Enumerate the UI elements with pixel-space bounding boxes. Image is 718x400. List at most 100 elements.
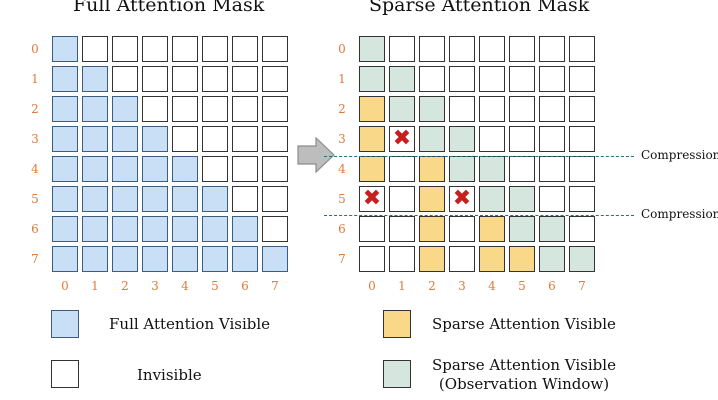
sparse-mask-row-label: 5 — [338, 192, 346, 206]
full-mask-col-label: 6 — [241, 279, 249, 293]
full-mask-cell — [172, 126, 198, 152]
compression-line-1 — [324, 156, 634, 157]
full-mask-col-label: 7 — [271, 279, 279, 293]
full-mask-cell — [112, 246, 138, 272]
full-mask-cell — [262, 186, 288, 212]
full-mask-row-label: 1 — [31, 72, 39, 86]
sparse-mask-cell — [509, 216, 535, 242]
full-mask-cell — [142, 36, 168, 62]
sparse-mask-cell — [359, 126, 385, 152]
full-mask-cell — [202, 96, 228, 122]
full-mask-cell — [52, 156, 78, 182]
legend-swatch-invisible — [51, 360, 79, 388]
full-mask-cell — [262, 66, 288, 92]
full-mask-cell — [262, 126, 288, 152]
sparse-mask-col-label: 2 — [428, 279, 436, 293]
sparse-mask-cell — [479, 36, 505, 62]
sparse-mask-cell — [539, 156, 565, 182]
full-mask-cell — [232, 96, 258, 122]
full-mask-cell — [262, 96, 288, 122]
full-mask-cell — [112, 186, 138, 212]
full-mask-cell — [52, 66, 78, 92]
full-mask-cell — [52, 216, 78, 242]
full-mask-cell — [172, 216, 198, 242]
sparse-mask-row-label: 6 — [338, 222, 346, 236]
full-mask-row-label: 3 — [31, 132, 39, 146]
cross-mark-icon: ✖ — [452, 186, 472, 211]
sparse-mask-cell — [539, 216, 565, 242]
full-mask-cell — [232, 216, 258, 242]
sparse-mask-cell — [539, 126, 565, 152]
sparse-mask-cell — [419, 156, 445, 182]
sparse-mask-row-label: 4 — [338, 162, 346, 176]
full-mask-cell — [202, 156, 228, 182]
full-attention-mask-title: Full Attention Mask — [73, 0, 265, 16]
full-mask-cell — [232, 36, 258, 62]
sparse-mask-cell — [389, 216, 415, 242]
full-mask-cell — [172, 186, 198, 212]
full-mask-cell — [142, 246, 168, 272]
sparse-mask-cell — [509, 36, 535, 62]
sparse-mask-cell — [449, 156, 475, 182]
full-mask-cell — [142, 66, 168, 92]
full-mask-row-label: 2 — [31, 102, 39, 116]
cross-mark-icon: ✖ — [362, 186, 382, 211]
sparse-mask-cell — [509, 246, 535, 272]
full-mask-cell — [112, 156, 138, 182]
full-mask-cell — [202, 216, 228, 242]
legend-label-observation: Sparse Attention Visible (Observation Wi… — [427, 356, 621, 394]
sparse-mask-cell — [419, 36, 445, 62]
full-mask-cell — [142, 96, 168, 122]
sparse-mask-cell — [419, 126, 445, 152]
legend-swatch-observation — [383, 360, 411, 388]
sparse-mask-cell — [389, 36, 415, 62]
legend-label-observation-line1: Sparse Attention Visible — [432, 356, 616, 374]
full-mask-cell — [112, 126, 138, 152]
full-mask-col-label: 4 — [181, 279, 189, 293]
sparse-mask-cell — [539, 186, 565, 212]
full-mask-cell — [202, 186, 228, 212]
sparse-mask-cell — [359, 156, 385, 182]
sparse-mask-cell — [359, 246, 385, 272]
full-mask-cell — [82, 96, 108, 122]
sparse-mask-col-label: 5 — [518, 279, 526, 293]
right-arrow-icon — [297, 137, 335, 173]
sparse-mask-cell — [449, 246, 475, 272]
full-mask-cell — [142, 216, 168, 242]
sparse-mask-cell — [539, 66, 565, 92]
sparse-mask-cell — [509, 186, 535, 212]
sparse-mask-cell — [569, 186, 595, 212]
sparse-mask-cell — [569, 96, 595, 122]
full-mask-cell — [112, 96, 138, 122]
sparse-mask-cell — [509, 156, 535, 182]
sparse-mask-cell — [389, 66, 415, 92]
full-mask-cell — [142, 126, 168, 152]
full-mask-col-label: 0 — [61, 279, 69, 293]
full-mask-cell — [112, 216, 138, 242]
sparse-mask-cell — [389, 96, 415, 122]
sparse-mask-row-label: 1 — [338, 72, 346, 86]
full-mask-cell — [52, 186, 78, 212]
full-mask-cell — [262, 246, 288, 272]
sparse-mask-col-label: 0 — [368, 279, 376, 293]
sparse-mask-cell — [359, 66, 385, 92]
full-mask-cell — [52, 96, 78, 122]
full-mask-cell — [262, 156, 288, 182]
sparse-mask-cell — [449, 36, 475, 62]
sparse-mask-cell — [419, 186, 445, 212]
sparse-mask-col-label: 4 — [488, 279, 496, 293]
sparse-mask-cell — [569, 126, 595, 152]
sparse-mask-cell — [479, 126, 505, 152]
sparse-mask-cell — [569, 66, 595, 92]
sparse-mask-cell — [569, 216, 595, 242]
full-mask-row-label: 6 — [31, 222, 39, 236]
sparse-mask-cell — [479, 186, 505, 212]
full-mask-cell — [52, 36, 78, 62]
sparse-mask-cell — [419, 246, 445, 272]
full-mask-cell — [202, 126, 228, 152]
sparse-mask-cell — [419, 96, 445, 122]
full-mask-cell — [82, 246, 108, 272]
full-mask-cell — [262, 216, 288, 242]
sparse-mask-cell — [419, 216, 445, 242]
sparse-mask-cell — [449, 216, 475, 242]
